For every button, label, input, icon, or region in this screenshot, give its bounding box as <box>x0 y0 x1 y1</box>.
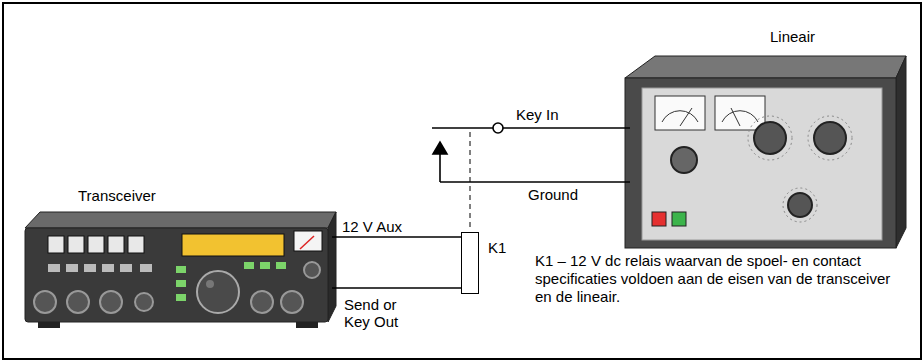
relay-coil: K1 <box>461 232 479 294</box>
wire <box>332 236 461 238</box>
note-text: K1 – 12 V dc relais waarvan de spoel- en… <box>535 252 907 306</box>
frame <box>3 3 921 359</box>
node-label: Lineair <box>770 28 815 46</box>
node-label: Transceiver <box>78 187 156 205</box>
transceiver-unit: Transceiver <box>20 185 332 335</box>
signal-name: Key In <box>516 106 596 124</box>
linear-amplifier: Lineair <box>620 28 908 250</box>
wire-label: 12 V Aux <box>340 218 434 235</box>
relay-contact-wiring <box>432 123 630 230</box>
wire-label: Send or Key Out <box>342 296 416 330</box>
node-label: K1 <box>488 239 506 257</box>
amplifier-illustration <box>625 56 906 248</box>
wire <box>332 287 461 289</box>
transceiver-illustration <box>25 212 336 328</box>
signal-name: Ground <box>528 186 608 204</box>
